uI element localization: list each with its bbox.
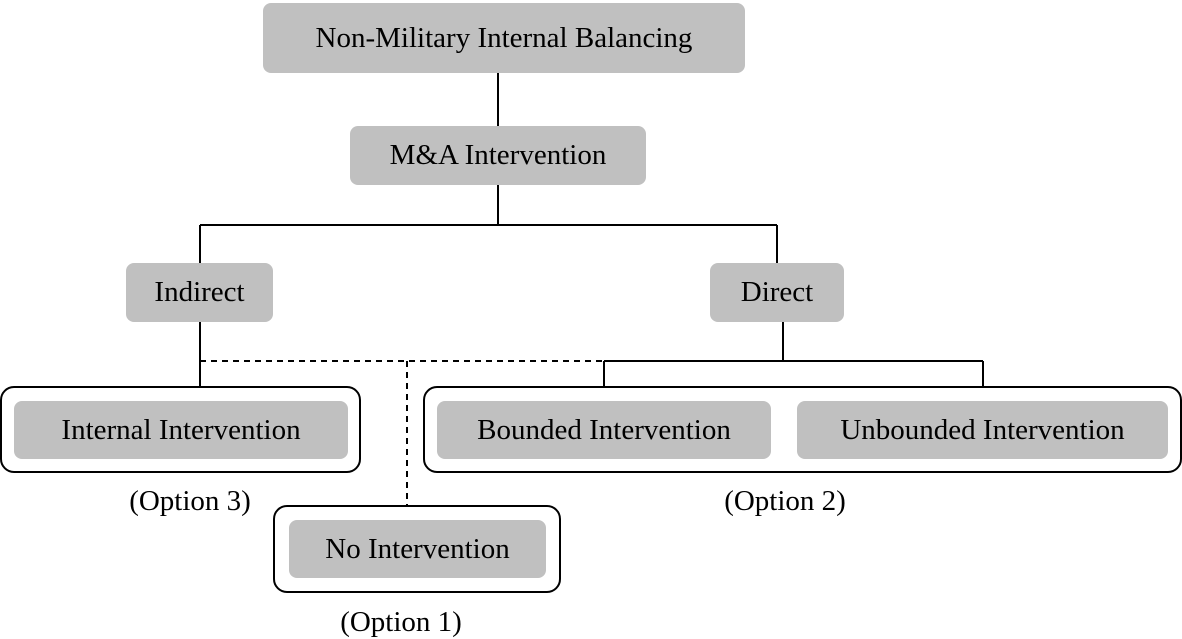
root-node: Non-Military Internal Balancing xyxy=(263,3,745,73)
unbounded-intervention-node: Unbounded Intervention xyxy=(797,401,1168,459)
indirect-node: Indirect xyxy=(126,263,273,322)
option-3-label: (Option 3) xyxy=(129,485,251,517)
option-1-label: (Option 1) xyxy=(340,606,462,638)
ma-intervention-node: M&A Intervention xyxy=(350,126,646,185)
direct-node: Direct xyxy=(710,263,844,322)
internal-intervention-node: Internal Intervention xyxy=(14,401,348,459)
bounded-intervention-node: Bounded Intervention xyxy=(437,401,771,459)
option-2-label: (Option 2) xyxy=(724,485,846,517)
no-intervention-node: No Intervention xyxy=(289,520,546,578)
